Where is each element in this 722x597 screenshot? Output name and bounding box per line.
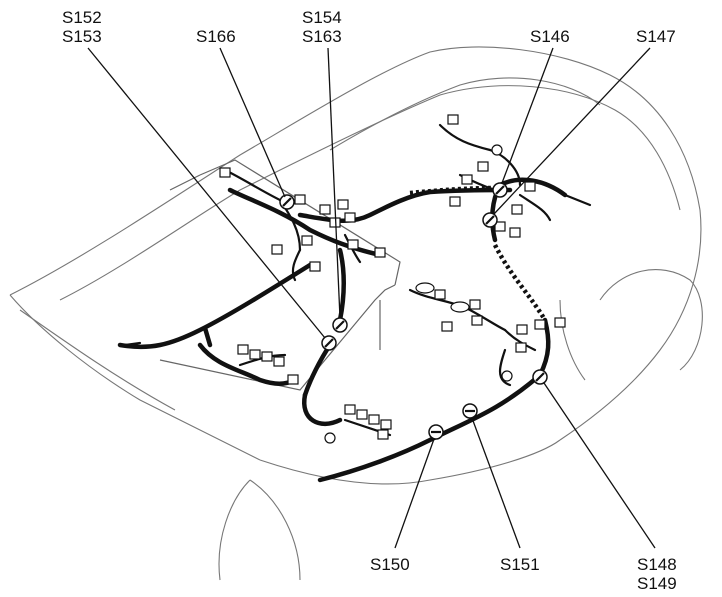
callout-line: S150: [370, 555, 410, 574]
connector: [337, 199, 349, 210]
splice-s148-s149-marker: [532, 369, 548, 385]
connector: [509, 227, 521, 238]
connector: [449, 196, 461, 207]
callout-s148-s149: S148 S149: [637, 555, 677, 593]
connector: [516, 324, 528, 335]
connector: [377, 429, 389, 440]
connector: [344, 212, 356, 223]
splice-s147-marker: [482, 212, 498, 228]
connector: [447, 114, 459, 125]
connector: [469, 299, 481, 310]
callout-line: S151: [500, 555, 540, 574]
leader-line-s154-s163: [327, 47, 341, 319]
callout-s147: S147: [636, 27, 676, 46]
callout-line: S148: [637, 555, 677, 574]
connector: [554, 317, 566, 328]
callout-s152-s153: S152 S153: [62, 8, 102, 46]
connector: [434, 289, 446, 300]
connector: [237, 344, 249, 355]
connector: [494, 221, 506, 232]
connector: [319, 204, 331, 215]
connector: [356, 409, 368, 420]
connector: [461, 174, 473, 185]
connector: [273, 356, 285, 367]
splice-markers: [279, 182, 548, 440]
connector: [380, 419, 392, 430]
connector: [524, 181, 536, 192]
splice-s152-s153-marker: [321, 335, 337, 351]
leader-line-s151: [471, 417, 521, 549]
ground-terminal: [324, 432, 336, 444]
splice-s166-marker: [279, 194, 295, 210]
callout-line: S146: [530, 27, 570, 46]
dashboard-panel: [159, 159, 401, 391]
connector: [347, 239, 359, 250]
vehicle-body-outline: [9, 46, 703, 581]
connector: [309, 261, 321, 272]
connector: [287, 374, 299, 385]
leader-lines: [87, 47, 656, 549]
connector: [471, 315, 483, 326]
callout-line: S147: [636, 27, 676, 46]
connector: [441, 321, 453, 332]
callout-line: S153: [62, 27, 102, 46]
connector: [515, 342, 527, 353]
callout-line: S163: [302, 27, 342, 46]
connector: [301, 235, 313, 246]
connector: [344, 404, 356, 415]
lamp-socket: [450, 301, 470, 313]
connector: [477, 161, 489, 172]
splice-s150-marker: [428, 424, 444, 440]
splice-s146-marker: [492, 182, 508, 198]
connector: [511, 204, 523, 215]
leader-line-s148-s149: [543, 382, 656, 549]
callout-line: S166: [196, 27, 236, 46]
connector: [271, 244, 283, 255]
callout-line: S152: [62, 8, 102, 27]
connector: [374, 247, 386, 258]
connector: [249, 349, 261, 360]
callout-line: S154: [302, 8, 342, 27]
leader-line-s150: [394, 438, 435, 549]
callout-s146: S146: [530, 27, 570, 46]
callout-line: S149: [637, 574, 677, 593]
callout-s154-s163: S154 S163: [302, 8, 342, 46]
callout-s151: S151: [500, 555, 540, 574]
splice-s154-s163-marker: [332, 317, 348, 333]
connector: [219, 167, 231, 178]
leader-line-s166: [219, 47, 286, 198]
lamp-socket: [415, 282, 435, 294]
callout-s150: S150: [370, 555, 410, 574]
connector-blocks: [219, 114, 566, 444]
leader-line-s147: [493, 47, 651, 215]
callout-s166: S166: [196, 27, 236, 46]
splice-s151-marker: [462, 403, 478, 419]
connector: [261, 351, 273, 362]
ground-terminal: [491, 144, 503, 156]
leader-line-s146: [501, 47, 554, 184]
connector: [368, 414, 380, 425]
leader-line-s152-s153: [87, 47, 326, 339]
connector: [294, 194, 306, 205]
connector: [534, 319, 546, 330]
ground-terminal: [501, 370, 513, 382]
